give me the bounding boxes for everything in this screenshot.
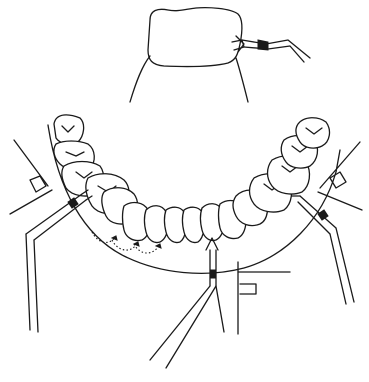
lower-dental-arch — [48, 115, 340, 273]
probe-top — [232, 36, 310, 62]
single-tooth-detail — [130, 8, 248, 102]
